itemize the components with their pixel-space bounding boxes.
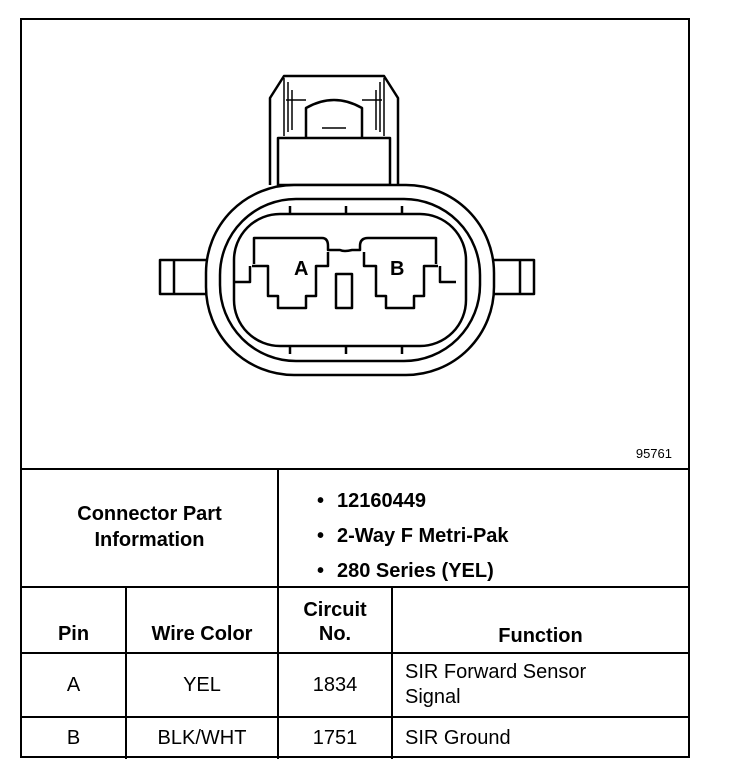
row-wire-color: BLK/WHT xyxy=(125,716,279,759)
connector-info-label-line2: Information xyxy=(94,529,205,551)
terminal-cavities xyxy=(234,236,456,310)
table-row: B BLK/WHT 1751 SIR Ground xyxy=(22,716,688,759)
row-circuit: 1834 xyxy=(277,652,393,718)
connector-body xyxy=(204,183,496,377)
bullet-icon: • xyxy=(317,490,325,512)
connector-detail-item: • 280 Series (YEL) xyxy=(317,554,509,589)
pin-label-a: A xyxy=(294,258,308,280)
connector-detail-item: • 2-Way F Metri-Pak xyxy=(317,519,509,554)
connector-detail-item: • 12160449 xyxy=(317,484,509,519)
header-function: Function xyxy=(391,586,688,654)
connector-drawing-panel: A B 95761 xyxy=(22,20,688,470)
pinout-table: Pin Wire Color Circuit No. Function A YE… xyxy=(22,586,688,759)
row-pin: A xyxy=(22,652,127,718)
pin-label-b: B xyxy=(390,258,404,280)
side-ears xyxy=(158,258,536,296)
row-function-line2: Signal xyxy=(405,686,461,708)
table-row: A YEL 1834 SIR Forward Sensor Signal xyxy=(22,652,688,718)
connector-detail-list: • 12160449 • 2-Way F Metri-Pak • 280 Series… xyxy=(317,484,509,589)
header-wire-color: Wire Color xyxy=(125,586,279,654)
connector-type: 2-Way F Metri-Pak xyxy=(337,525,509,547)
header-circuit-no: Circuit No. xyxy=(277,586,393,654)
row-function: SIR Forward Sensor Signal xyxy=(391,652,688,718)
header-circuit-line2: No. xyxy=(318,623,352,645)
row-circuit: 1751 xyxy=(277,716,393,759)
diagram-frame: A B 95761 Connector Part Information • 12… xyxy=(20,18,690,759)
connector-info-label: Connector Part Information xyxy=(22,468,279,586)
row-pin: B xyxy=(22,716,127,759)
connector-face-view: A B xyxy=(158,74,536,377)
connector-info-label-line1: Connector Part xyxy=(77,503,222,525)
locking-tab xyxy=(268,74,400,187)
connector-part-information: Connector Part Information • 12160449 • 2-… xyxy=(22,468,688,588)
part-number: 12160449 xyxy=(337,490,426,512)
header-pin: Pin xyxy=(22,586,127,654)
figure-number: 95761 xyxy=(635,446,672,461)
row-function-line1: SIR Forward Sensor xyxy=(405,661,587,683)
connector-series: 280 Series (YEL) xyxy=(337,560,494,582)
table-header-row: Pin Wire Color Circuit No. Function xyxy=(22,586,688,654)
row-function: SIR Ground xyxy=(391,716,688,759)
bullet-icon: • xyxy=(317,525,325,547)
header-circuit-line1: Circuit xyxy=(303,599,367,621)
row-wire-color: YEL xyxy=(125,652,279,718)
bullet-icon: • xyxy=(317,560,325,582)
